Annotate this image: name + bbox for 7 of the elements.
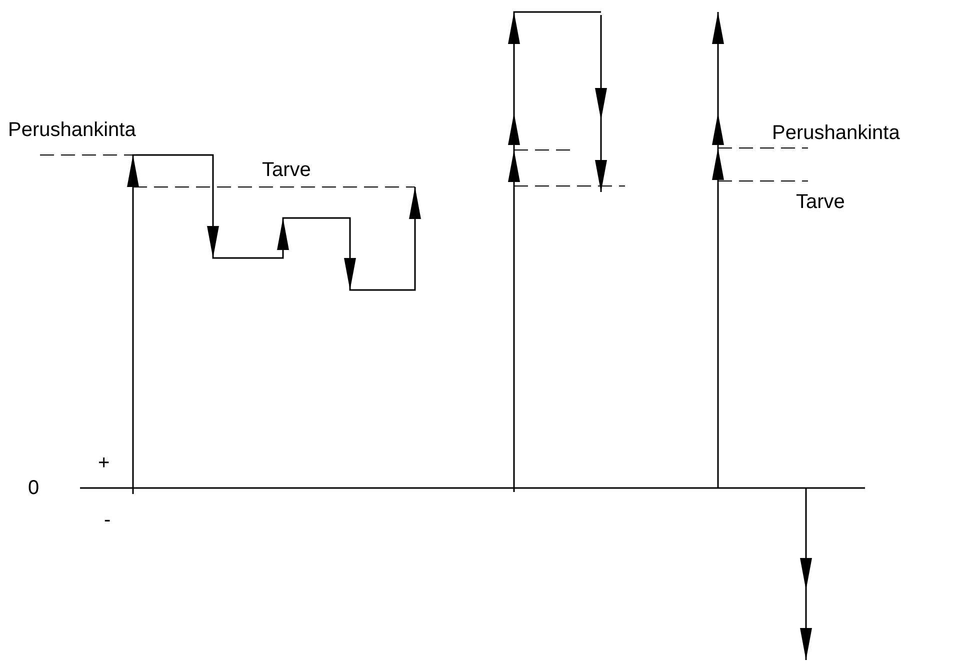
curve-label: Perushankinta: [772, 123, 900, 143]
axis-label: 0: [28, 478, 40, 498]
sign-label: -: [104, 510, 111, 530]
sign-label: +: [98, 453, 110, 473]
curve-label: Tarve: [262, 160, 311, 180]
curve-label: Tarve: [796, 192, 845, 212]
curve-label: Perushankinta: [8, 120, 136, 140]
